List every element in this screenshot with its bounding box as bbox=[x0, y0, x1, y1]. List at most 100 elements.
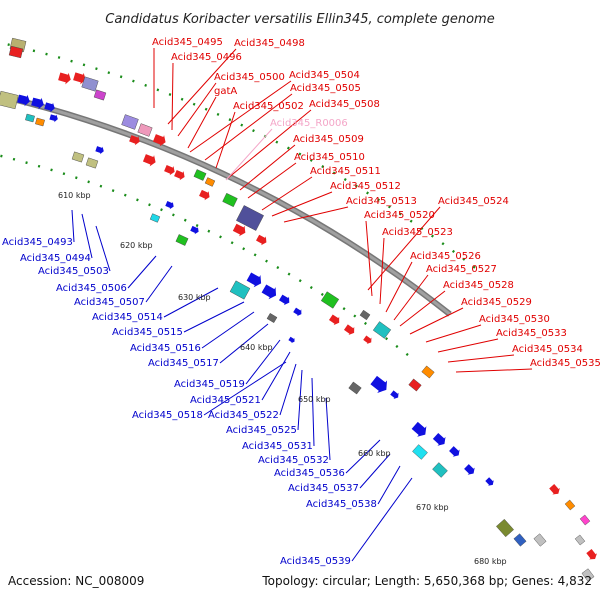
gene-arrow bbox=[261, 284, 277, 300]
gene-arrow bbox=[288, 336, 295, 344]
gene-label-reverse: Acid345_0537 bbox=[288, 483, 359, 494]
backbone-core bbox=[0, 94, 451, 316]
gene-label-reverse: Acid345_0518 bbox=[132, 410, 203, 421]
gene-feature bbox=[320, 291, 340, 309]
gene-label-forward: Acid345_0511 bbox=[310, 166, 381, 177]
map-title: Candidatus Koribacter versatilis Ellin34… bbox=[105, 12, 494, 27]
gene-feature bbox=[549, 484, 560, 495]
gene-feature bbox=[246, 272, 262, 288]
gene-arrow bbox=[485, 477, 494, 486]
gene-box bbox=[85, 157, 99, 169]
gene-arrow bbox=[293, 307, 302, 317]
label-leader-lines bbox=[71, 48, 533, 562]
gene-feature bbox=[574, 534, 586, 546]
leader-line bbox=[365, 220, 373, 297]
gene-feature bbox=[35, 117, 45, 127]
gene-feature bbox=[58, 72, 71, 85]
gene-arrow bbox=[432, 433, 446, 446]
gene-arrow bbox=[464, 464, 475, 475]
gene-feature bbox=[222, 192, 238, 208]
gene-label-reverse: Acid345_0515 bbox=[112, 327, 183, 338]
gene-feature bbox=[390, 390, 399, 399]
gene-feature bbox=[533, 533, 547, 547]
kbp-tick-label: 620 kbp bbox=[120, 241, 153, 250]
gene-box bbox=[137, 123, 153, 137]
leader-line bbox=[145, 265, 173, 303]
gene-label-reverse: Acid345_0503 bbox=[38, 266, 109, 277]
gene-feature bbox=[411, 421, 427, 437]
gene-box bbox=[579, 514, 591, 526]
gene-box bbox=[193, 169, 207, 181]
gene-arrow bbox=[199, 189, 210, 201]
gene-label-forward: Acid345_0529 bbox=[461, 297, 532, 308]
gene-feature bbox=[85, 157, 99, 169]
gene-feature bbox=[164, 165, 175, 176]
gene-feature bbox=[586, 549, 597, 560]
leader-line bbox=[377, 465, 401, 505]
leader-line bbox=[379, 237, 385, 305]
gene-arrow bbox=[190, 225, 199, 235]
leader-line bbox=[455, 368, 533, 373]
gene-arrow bbox=[73, 72, 86, 85]
gene-label-forward: Acid345_0527 bbox=[426, 264, 497, 275]
gene-box bbox=[121, 114, 139, 130]
gene-box bbox=[574, 534, 586, 546]
gene-label-forward: Acid345_0505 bbox=[290, 83, 361, 94]
gene-box bbox=[320, 291, 340, 309]
gene-feature bbox=[485, 477, 494, 486]
leader-line bbox=[345, 439, 381, 474]
gene-label-forward: Acid345_0504 bbox=[289, 70, 360, 81]
gene-feature bbox=[95, 146, 104, 155]
gene-feature bbox=[229, 280, 251, 300]
gene-box bbox=[175, 234, 189, 246]
gene-label-reverse: Acid345_0514 bbox=[92, 312, 163, 323]
kbp-tick-label: 640 kbp bbox=[240, 343, 273, 352]
leader-line bbox=[393, 274, 429, 321]
gene-feature bbox=[174, 169, 185, 181]
gene-feature bbox=[149, 213, 161, 223]
gene-arrow bbox=[31, 97, 44, 110]
gene-label-reverse: Acid345_0531 bbox=[242, 441, 313, 452]
gene-feature bbox=[359, 309, 371, 321]
gene-arrow bbox=[44, 102, 55, 113]
gene-feature bbox=[581, 568, 595, 582]
gene-label-reverse: Acid345_0516 bbox=[130, 343, 201, 354]
gene-label-reverse: Acid345_0521 bbox=[190, 395, 261, 406]
leader-line bbox=[127, 255, 157, 289]
leader-line bbox=[409, 307, 464, 335]
gene-label-reverse: Acid345_0507 bbox=[74, 297, 145, 308]
gene-box bbox=[25, 113, 35, 123]
gene-label-reverse: Acid345_0539 bbox=[280, 556, 351, 567]
gene-label-reverse: Acid345_0532 bbox=[258, 455, 329, 466]
leader-line bbox=[261, 351, 291, 401]
gene-label-forward: Acid345_0508 bbox=[309, 99, 380, 110]
gene-box bbox=[581, 568, 595, 582]
gene-box bbox=[359, 309, 371, 321]
gene-feature bbox=[278, 294, 290, 306]
gene-box bbox=[421, 365, 435, 379]
gene-arrow bbox=[328, 314, 340, 326]
genome-backbone bbox=[0, 92, 452, 317]
gene-feature bbox=[408, 378, 422, 392]
leader-line bbox=[325, 397, 331, 461]
gene-label-forward: Acid345_0510 bbox=[294, 152, 365, 163]
gene-label-forward: Acid345_0500 bbox=[214, 72, 285, 83]
gene-label-forward: Acid345_R0006 bbox=[270, 118, 348, 129]
gene-feature bbox=[370, 375, 388, 393]
gene-box bbox=[204, 177, 216, 187]
gene-feature bbox=[121, 114, 139, 130]
gene-box bbox=[229, 280, 251, 300]
gene-feature bbox=[199, 189, 210, 201]
gene-feature bbox=[49, 114, 58, 123]
gene-box bbox=[93, 89, 107, 101]
leader-line bbox=[171, 62, 174, 131]
gene-label-forward: Acid345_0495 bbox=[152, 37, 223, 48]
gene-arrow bbox=[343, 324, 355, 336]
gene-label-reverse: Acid345_0506 bbox=[56, 283, 127, 294]
gene-feature bbox=[432, 462, 448, 478]
gene-feature bbox=[17, 94, 30, 107]
gene-feature bbox=[73, 72, 86, 85]
gene-arrow bbox=[95, 146, 104, 155]
gene-feature bbox=[261, 284, 277, 300]
